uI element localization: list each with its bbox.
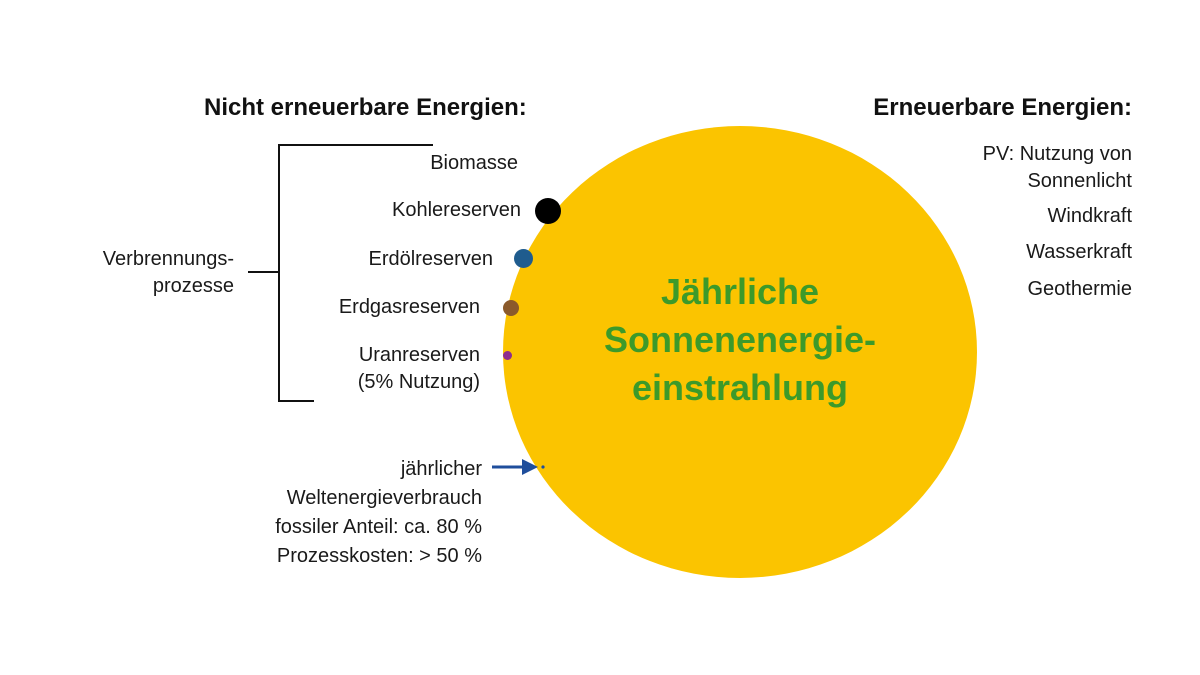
pv-label-line-2: Sonnenlicht bbox=[1027, 170, 1132, 192]
consumption-line-2: Welt­energie­verbrauch bbox=[286, 487, 482, 509]
non-renewable-heading: Nicht erneuerbare Energien: bbox=[204, 94, 527, 121]
consumption-line-3: fossiler Anteil: ca. 80 % bbox=[275, 516, 482, 538]
oil-label: Erdölreserven bbox=[368, 248, 493, 270]
consumption-line-1: jährlicher bbox=[400, 458, 482, 480]
bracket-middle bbox=[248, 271, 279, 273]
gas-reserve-circle bbox=[503, 300, 519, 316]
sun-title-line-3: einstrahlung bbox=[631, 367, 849, 408]
bracket-vertical bbox=[278, 144, 280, 402]
combustion-label: Verbrennungs- prozesse bbox=[103, 246, 234, 300]
biomass-label: Biomasse bbox=[430, 152, 518, 174]
world-energy-consumption-label: jährlicher Welt­energie­verbrauch fossil… bbox=[275, 455, 482, 571]
sun-title: Jährliche Sonnenenergie- einstrahlung bbox=[545, 268, 935, 412]
uranium-label-line-2: (5% Nutzung) bbox=[357, 371, 480, 393]
renewable-heading: Erneuerbare Energien: bbox=[873, 94, 1132, 121]
uranium-label-line-1: Uranreserven bbox=[358, 344, 480, 366]
uranium-reserve-circle bbox=[503, 351, 512, 360]
oil-reserve-circle bbox=[514, 249, 533, 268]
coal-label: Kohlereserven bbox=[392, 199, 521, 221]
bracket-top bbox=[278, 144, 433, 146]
combustion-label-line-1: Verbrennungs- bbox=[102, 248, 234, 270]
consumption-line-4: Prozesskosten: > 50 % bbox=[276, 545, 482, 567]
bracket-bottom bbox=[278, 400, 314, 402]
pv-label: PV: Nutzung von Sonnenlicht bbox=[983, 141, 1132, 195]
uranium-label: Uranreserven (5% Nutzung) bbox=[358, 342, 480, 396]
wind-label: Windkraft bbox=[1047, 205, 1132, 227]
sun-title-line-1: Jährliche bbox=[660, 271, 820, 312]
sun-title-line-2: Sonnenenergie- bbox=[603, 319, 877, 360]
hydro-label: Wasserkraft bbox=[1026, 241, 1132, 263]
geothermal-label: Geothermie bbox=[1027, 278, 1133, 300]
coal-reserve-circle bbox=[535, 198, 561, 224]
arrow-right-icon bbox=[492, 459, 545, 475]
annual-solar-irradiation-circle bbox=[503, 126, 977, 578]
pv-label-line-1: PV: Nutzung von bbox=[982, 143, 1132, 165]
combustion-label-line-2: prozesse bbox=[152, 275, 234, 297]
gas-label: Erdgasreserven bbox=[338, 296, 480, 318]
